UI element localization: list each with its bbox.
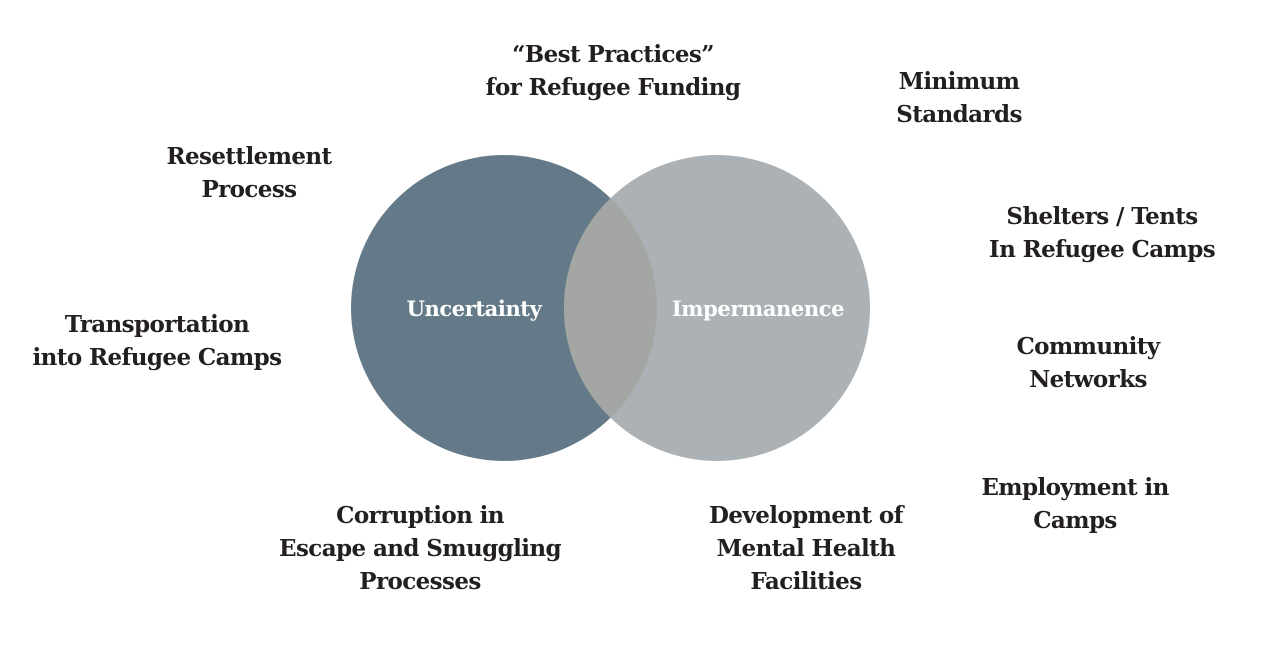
best-practices-label: “Best Practices” for Refugee Funding — [485, 41, 741, 101]
corruption-label: Corruption in Escape and Smuggling Proce… — [279, 502, 562, 595]
impermanence-label: Impermanence — [672, 296, 844, 321]
mental-health-label: Development of Mental Health Facilities — [709, 502, 904, 595]
minimum-standards-label: Minimum Standards — [896, 68, 1022, 128]
transportation-label: Transportation into Refugee Camps — [32, 311, 283, 371]
impermanence-circle — [564, 155, 870, 461]
uncertainty-circle — [351, 155, 657, 461]
employment-label: Employment in Camps — [981, 474, 1169, 534]
uncertainty-label: Uncertainty — [407, 296, 543, 321]
community-networks-label: Community Networks — [1016, 333, 1160, 393]
resettlement-process-label: Resettlement Process — [166, 143, 332, 203]
shelters-tents-label: Shelters / Tents In Refugee Camps — [988, 203, 1216, 263]
